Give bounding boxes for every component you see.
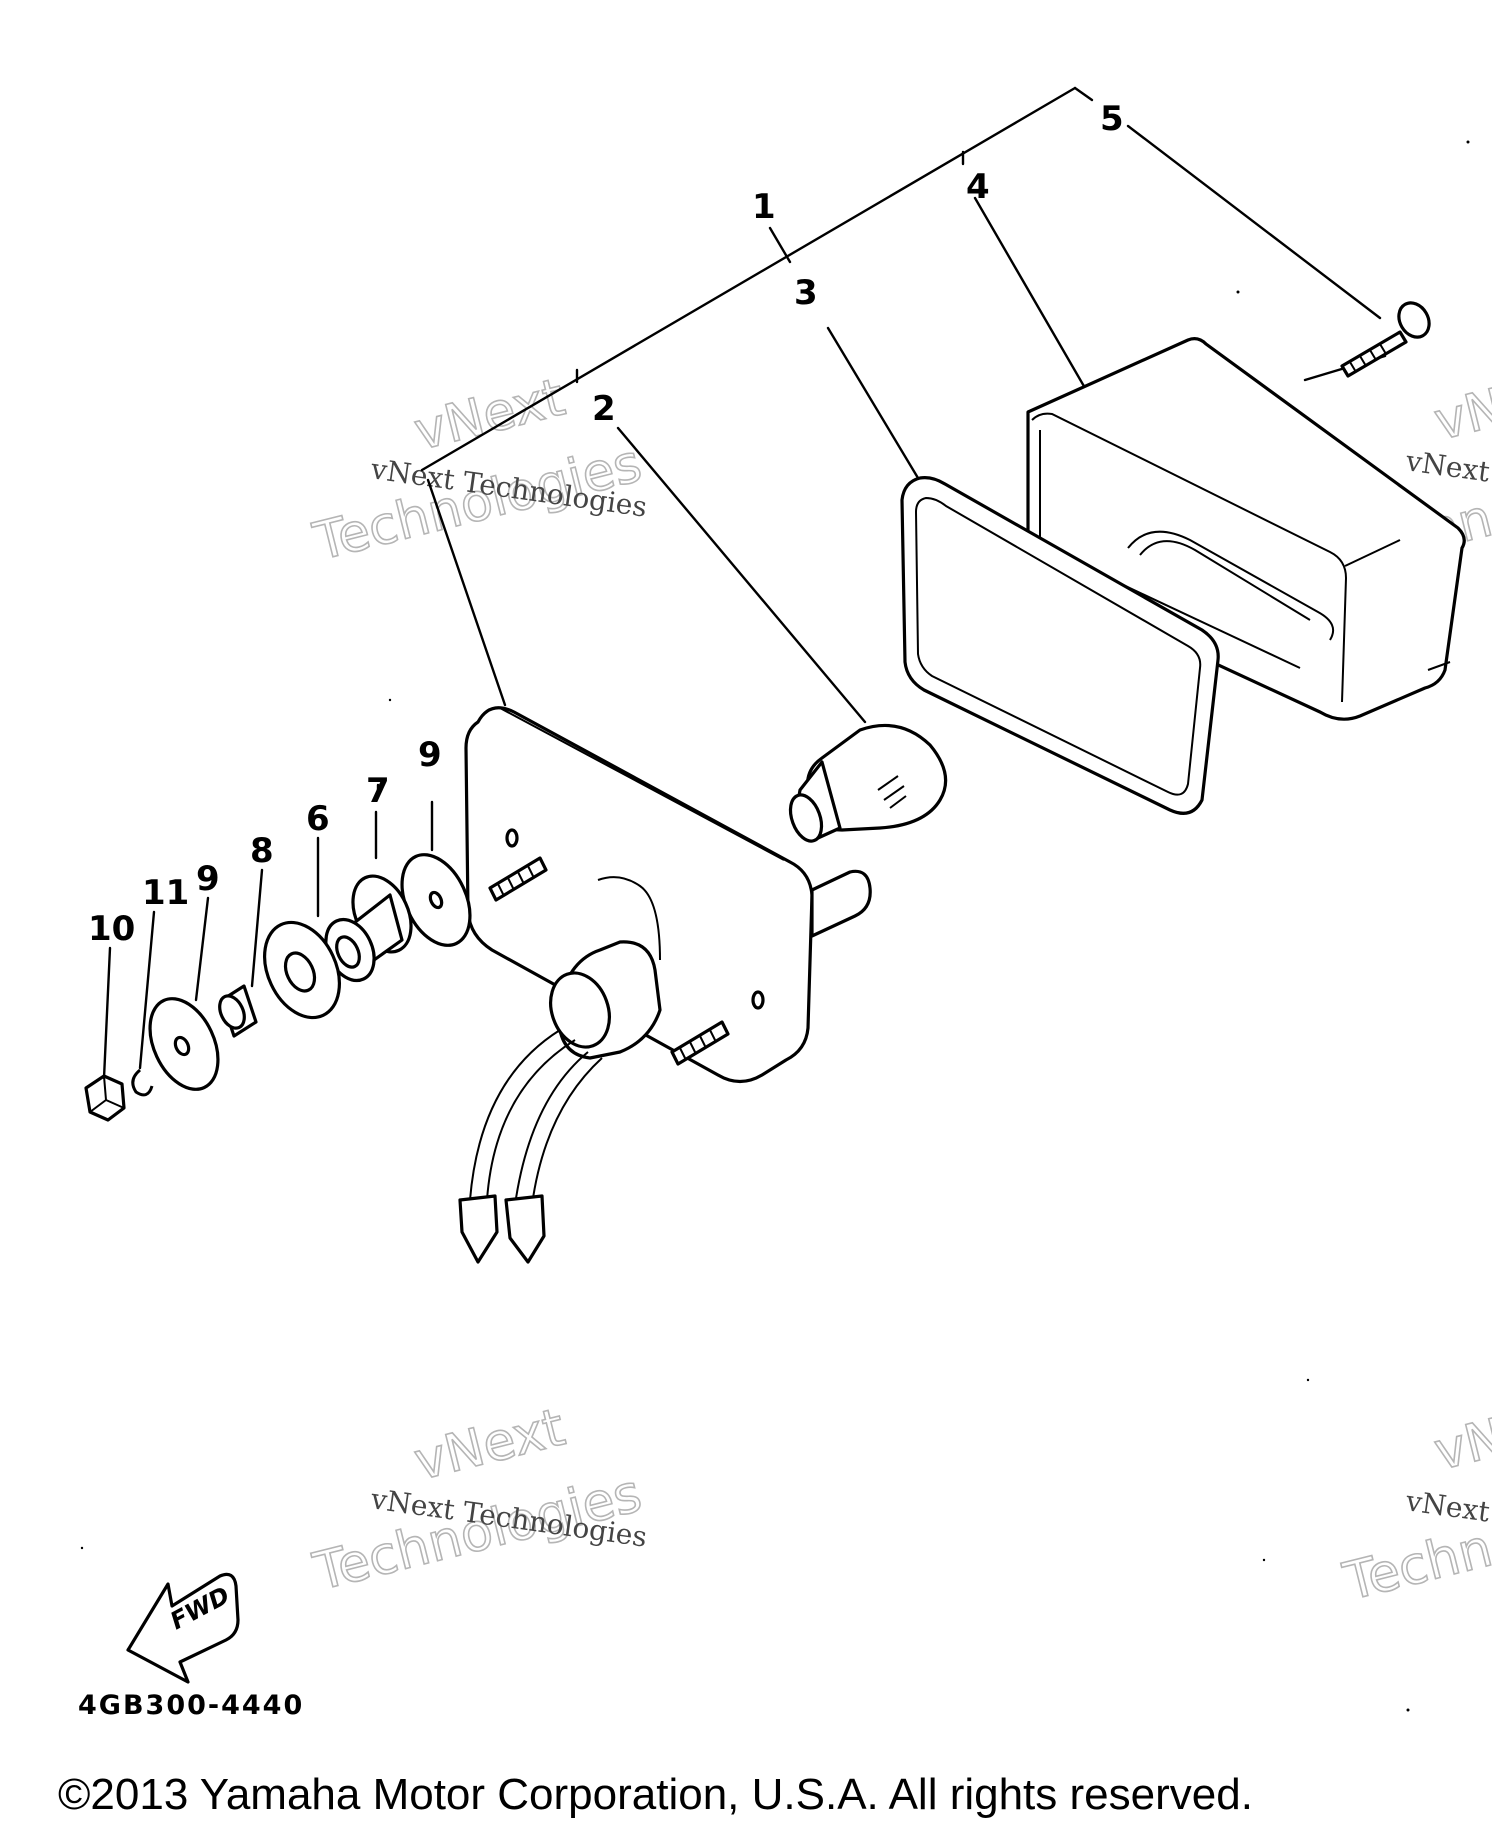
fwd-arrow-icon: FWD xyxy=(126,1572,240,1684)
callout-labels: 1 2 3 4 5 6 7 8 9 9 10 11 xyxy=(88,99,1124,949)
part-screw xyxy=(1340,301,1431,378)
part-spring-washer xyxy=(131,1068,154,1097)
watermark-big-line1: vNext xyxy=(409,368,571,463)
callout-6: 6 xyxy=(306,799,330,839)
part-gasket xyxy=(900,476,1220,815)
diagram-code: 4GB300-4440 xyxy=(78,1690,305,1721)
callout-9-left: 9 xyxy=(196,859,220,899)
watermark-big-line1: vNext xyxy=(1429,358,1492,453)
watermark-big-line1: vNext xyxy=(409,1398,571,1493)
callout-9-right: 9 xyxy=(418,735,442,775)
callout-1: 1 xyxy=(752,187,776,227)
callout-8: 8 xyxy=(250,831,274,871)
part-nut xyxy=(84,1074,126,1122)
callout-2: 2 xyxy=(592,389,616,429)
callout-leaders xyxy=(102,800,434,1080)
part-damper xyxy=(263,920,341,1020)
callout-11: 11 xyxy=(142,873,189,913)
callout-7: 7 xyxy=(366,771,390,811)
part-lamp-base xyxy=(458,706,872,1264)
callout-3: 3 xyxy=(794,273,818,313)
part-bulb xyxy=(788,723,948,843)
scan-specks xyxy=(80,140,1470,1712)
callout-5: 5 xyxy=(1100,99,1124,139)
part-collar xyxy=(218,984,258,1038)
callout-10: 10 xyxy=(88,909,135,949)
callout-4: 4 xyxy=(966,167,990,207)
watermark-group-bottom-left: vNext Technologies vNext Technologies xyxy=(307,1397,649,1604)
part-washer-left xyxy=(148,997,220,1091)
watermark-group-bottom-right: vNext Technologies vNext Technologies xyxy=(1337,1387,1492,1614)
watermark-big-line1: vNext xyxy=(1429,1388,1492,1483)
copyright-notice: ©2013 Yamaha Motor Corporation, U.S.A. A… xyxy=(58,1770,1253,1819)
